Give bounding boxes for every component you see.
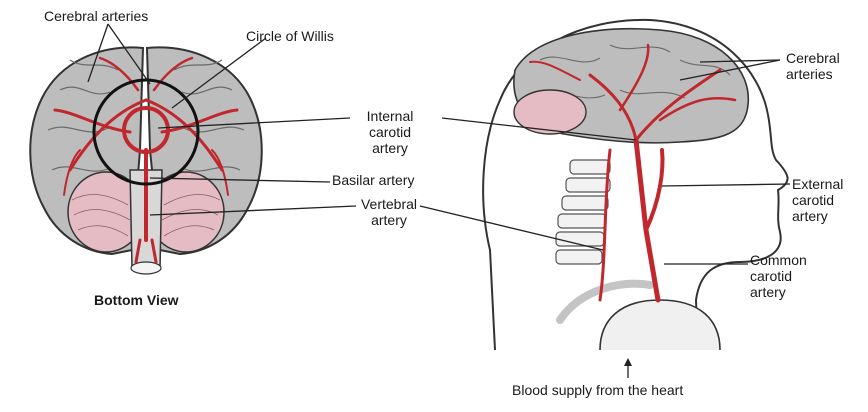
label-circle-of-willis: Circle of Willis	[246, 28, 334, 44]
cerebral-right-line-2: arteries	[786, 66, 840, 82]
vertebral-line-2: artery	[354, 212, 424, 228]
brain-bottom-view	[30, 47, 262, 274]
internal-carotid-line-3: artery	[348, 140, 432, 156]
label-cerebral-arteries-left: Cerebral arteries	[44, 8, 148, 24]
label-bottom-view: Bottom View	[94, 292, 179, 308]
external-carotid-line-3: artery	[792, 208, 843, 224]
vertebral-line-1: Vertebral	[354, 196, 424, 212]
spinal-cord-end	[131, 262, 161, 274]
common-carotid-line-2: carotid	[750, 268, 807, 284]
blood-supply-arrow	[624, 358, 632, 366]
label-basilar-artery: Basilar artery	[332, 172, 414, 188]
external-carotid-line-1: External	[792, 176, 843, 192]
label-external-carotid: External carotid artery	[792, 176, 843, 224]
cerebral-right-line-1: Cerebral	[786, 50, 840, 66]
label-internal-carotid: Internal carotid artery	[348, 108, 432, 156]
label-vertebral-artery: Vertebral artery	[354, 196, 424, 228]
internal-carotid-line-1: Internal	[348, 108, 432, 124]
label-blood-supply: Blood supply from the heart	[512, 382, 683, 398]
common-carotid-line-1: Common	[750, 252, 807, 268]
common-carotid-line-3: artery	[750, 284, 807, 300]
label-cerebral-arteries-right: Cerebral arteries	[786, 50, 840, 82]
label-common-carotid: Common carotid artery	[750, 252, 807, 300]
internal-carotid-line-2: carotid	[348, 124, 432, 140]
external-carotid-line-2: carotid	[792, 192, 843, 208]
